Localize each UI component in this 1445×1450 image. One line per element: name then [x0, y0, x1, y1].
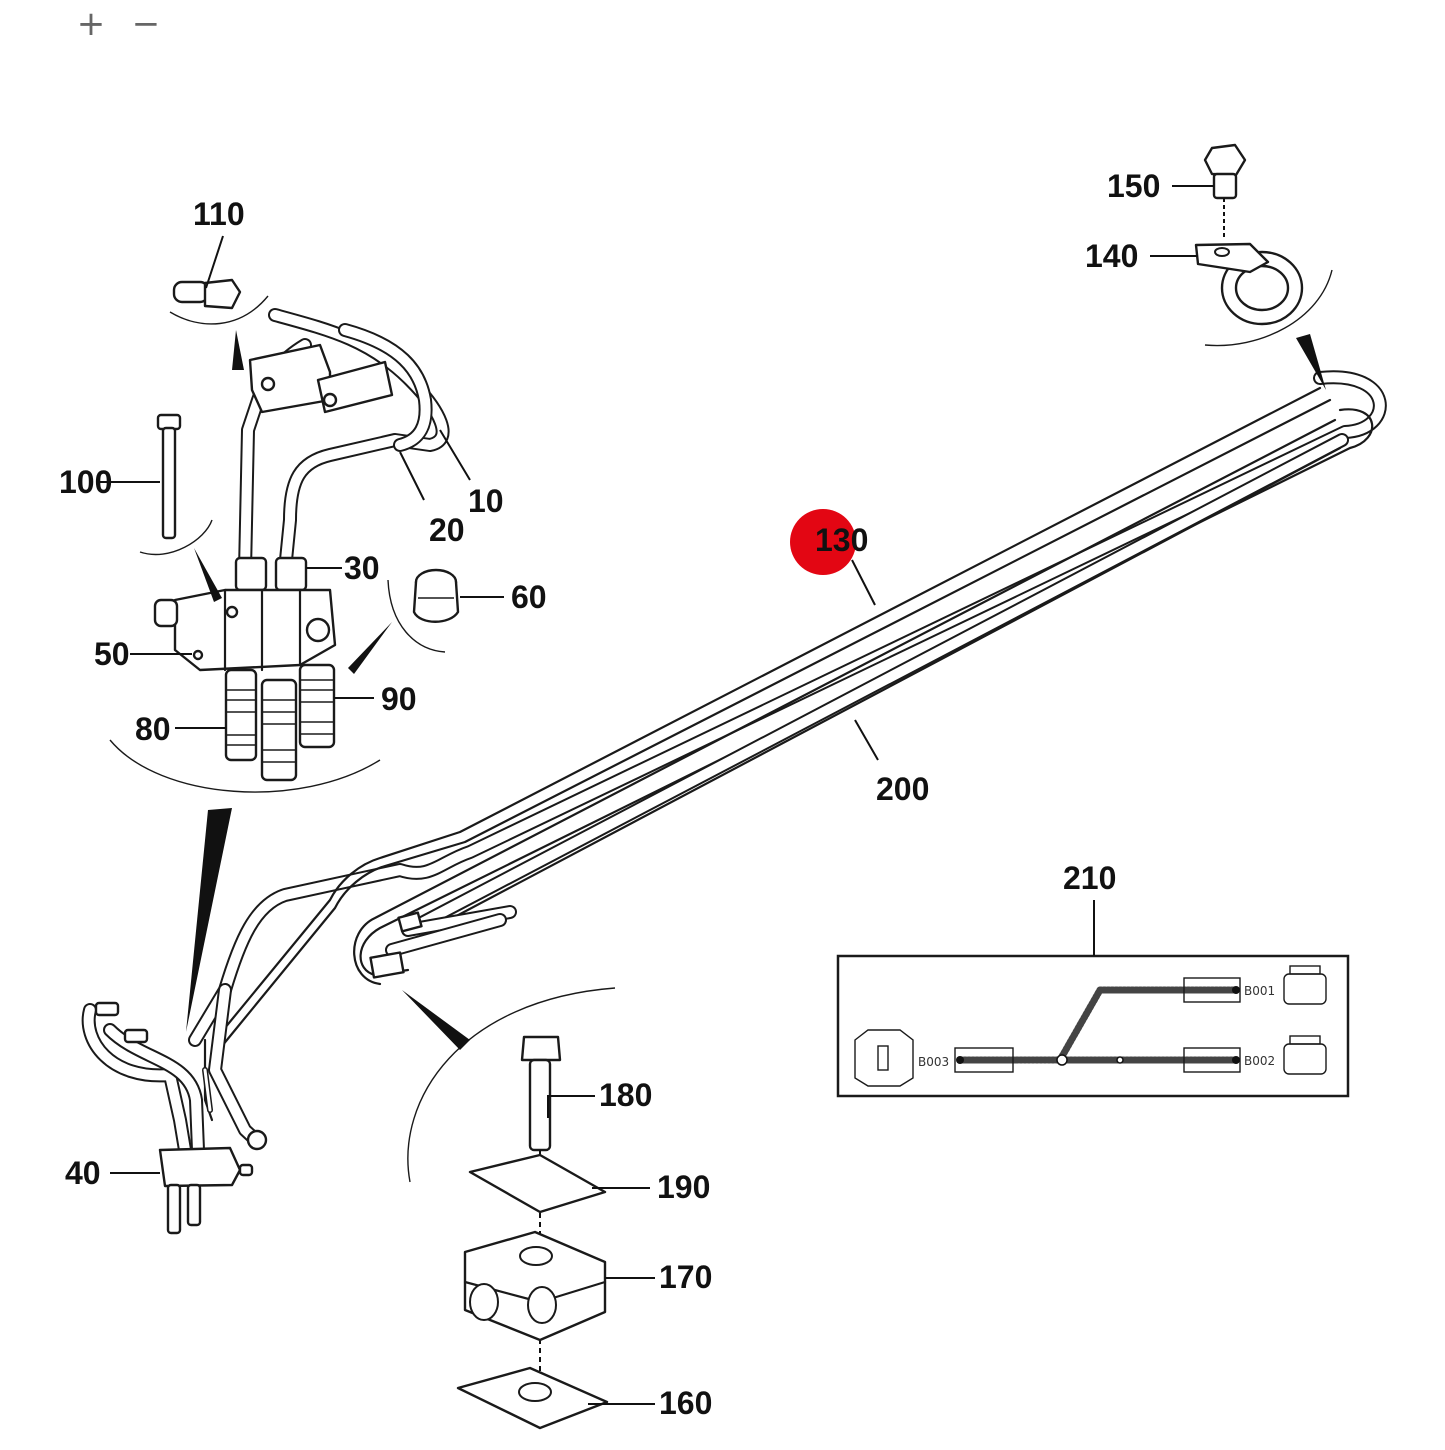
- callout-150[interactable]: 150: [1107, 168, 1160, 204]
- callout-160[interactable]: 160: [659, 1385, 712, 1421]
- wiring-label-b001: B001: [1244, 984, 1275, 998]
- callout-20[interactable]: 20: [429, 512, 465, 548]
- callout-200[interactable]: 200: [876, 771, 929, 807]
- zoom-in-button[interactable]: +: [71, 4, 111, 44]
- callout-170[interactable]: 170: [659, 1259, 712, 1295]
- callout-110[interactable]: 110: [193, 196, 245, 232]
- callout-140[interactable]: 140: [1085, 238, 1138, 274]
- leader-lines: [100, 185, 1214, 1405]
- callout-130[interactable]: 130: [815, 522, 868, 558]
- callout-90[interactable]: 90: [381, 681, 417, 717]
- callout-60[interactable]: 60: [511, 579, 547, 615]
- callout-30[interactable]: 30: [344, 550, 380, 586]
- tube-bundle: [188, 370, 1387, 1151]
- callout-80[interactable]: 80: [135, 711, 171, 747]
- callout-180[interactable]: 180: [599, 1077, 652, 1113]
- callout-40[interactable]: 40: [65, 1155, 101, 1191]
- callout-210[interactable]: 210: [1063, 860, 1116, 896]
- callout-50[interactable]: 50: [94, 636, 130, 672]
- connector-b002-icon: [1283, 1035, 1327, 1075]
- callout-190[interactable]: 190: [657, 1169, 710, 1205]
- clamp-stack-assembly: [402, 987, 616, 1430]
- valve-block-assembly: [109, 278, 460, 1032]
- callout-10[interactable]: 10: [468, 483, 504, 519]
- lower-manifold-fitting: [81, 1001, 254, 1235]
- highlight-marker[interactable]: [790, 509, 856, 575]
- connector-b001-icon: [1283, 965, 1327, 1005]
- connector-b003-icon: [854, 1029, 914, 1087]
- zoom-out-button[interactable]: −: [126, 4, 166, 44]
- wiring-label-b003: B003: [918, 1055, 949, 1069]
- wiring-label-b002: B002: [1244, 1054, 1275, 1068]
- callout-labels: 110 100 10 20 30 60 50 90 80 40 130 200 …: [59, 168, 1160, 1421]
- callout-100[interactable]: 100: [59, 464, 112, 500]
- tube-clamp-assembly: [1194, 143, 1333, 390]
- wiring-harness-box: B001 B002 B003: [836, 954, 1350, 1098]
